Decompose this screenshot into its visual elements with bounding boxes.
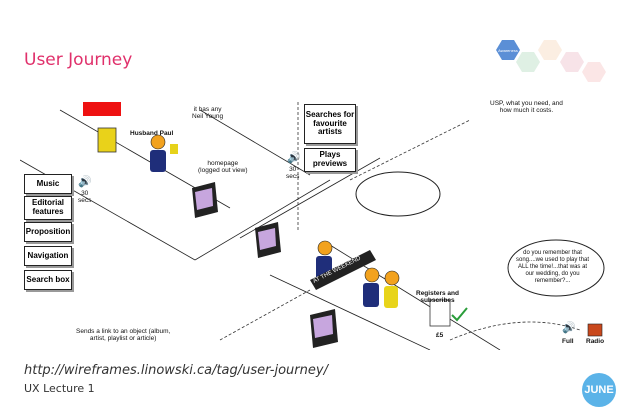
- full-label: Full: [562, 338, 574, 345]
- person-3: [363, 267, 400, 308]
- hex-stage-1[interactable]: [496, 40, 520, 60]
- secs-label-1: 30 secs: [78, 190, 92, 205]
- subscription-form: [429, 299, 451, 327]
- husband-label: Husband Paul: [130, 130, 174, 137]
- feature-navigation: Navigation: [24, 246, 72, 266]
- homepage-label: homepage (logged out view): [198, 160, 248, 175]
- computer-1: [192, 182, 218, 218]
- sends-label: Sends a link to an object (album, artist…: [76, 328, 171, 343]
- action-plays-previews: Plays previews: [304, 148, 356, 172]
- speaker-icon: 🔊: [78, 176, 92, 188]
- user-journey-illustration: AT THE WEEKEND Music Editorial features …: [20, 100, 618, 350]
- speaker-icon: 🔊: [287, 152, 301, 164]
- secs-label-2: 30 secs: [286, 166, 300, 181]
- usp-label: USP, what you need, and how much it cost…: [490, 100, 563, 115]
- hex-stage-1-label: Awareness: [498, 48, 518, 53]
- journey-stage-hexes: Awareness: [496, 40, 606, 82]
- feature-editorial: Editorial features: [24, 196, 72, 220]
- hex-stage-3[interactable]: [538, 40, 562, 60]
- action-searches: Searches for favourite artists: [304, 104, 356, 144]
- computer-3: [310, 309, 338, 348]
- yellow-book: [97, 127, 117, 153]
- hex-stage-2[interactable]: [516, 52, 540, 72]
- neil-label: it has any Neil Young: [192, 106, 224, 121]
- thought-cloud: [355, 171, 441, 217]
- speech-cloud: [507, 239, 605, 297]
- song-speech: do you remember that song....we used to …: [516, 250, 590, 284]
- registers-label: Registers and subscribes: [416, 290, 459, 305]
- weekend-banner: [310, 250, 376, 290]
- hex-stage-5[interactable]: [582, 62, 606, 82]
- person-paul: [150, 134, 178, 172]
- feature-search-box: Search box: [24, 270, 72, 290]
- red-banner: [83, 102, 121, 116]
- price-tag: £5: [436, 332, 444, 339]
- slide-title: User Journey: [24, 50, 133, 70]
- footer-label: UX Lecture 1: [24, 382, 95, 395]
- journey-lines: AT THE WEEKEND: [20, 100, 605, 350]
- checkmark-icon: [451, 307, 468, 322]
- radio-device: [587, 323, 603, 337]
- hex-stage-4[interactable]: [560, 52, 584, 72]
- radio-label: Radio: [586, 338, 605, 345]
- source-url[interactable]: http://wireframes.linowski.ca/tag/user-j…: [24, 363, 328, 378]
- june-logo: JUNE: [582, 373, 616, 407]
- speaker-icon: 🔊: [562, 322, 576, 334]
- computer-2: [255, 222, 281, 258]
- feature-proposition: Proposition: [24, 222, 72, 242]
- feature-music: Music: [24, 174, 72, 194]
